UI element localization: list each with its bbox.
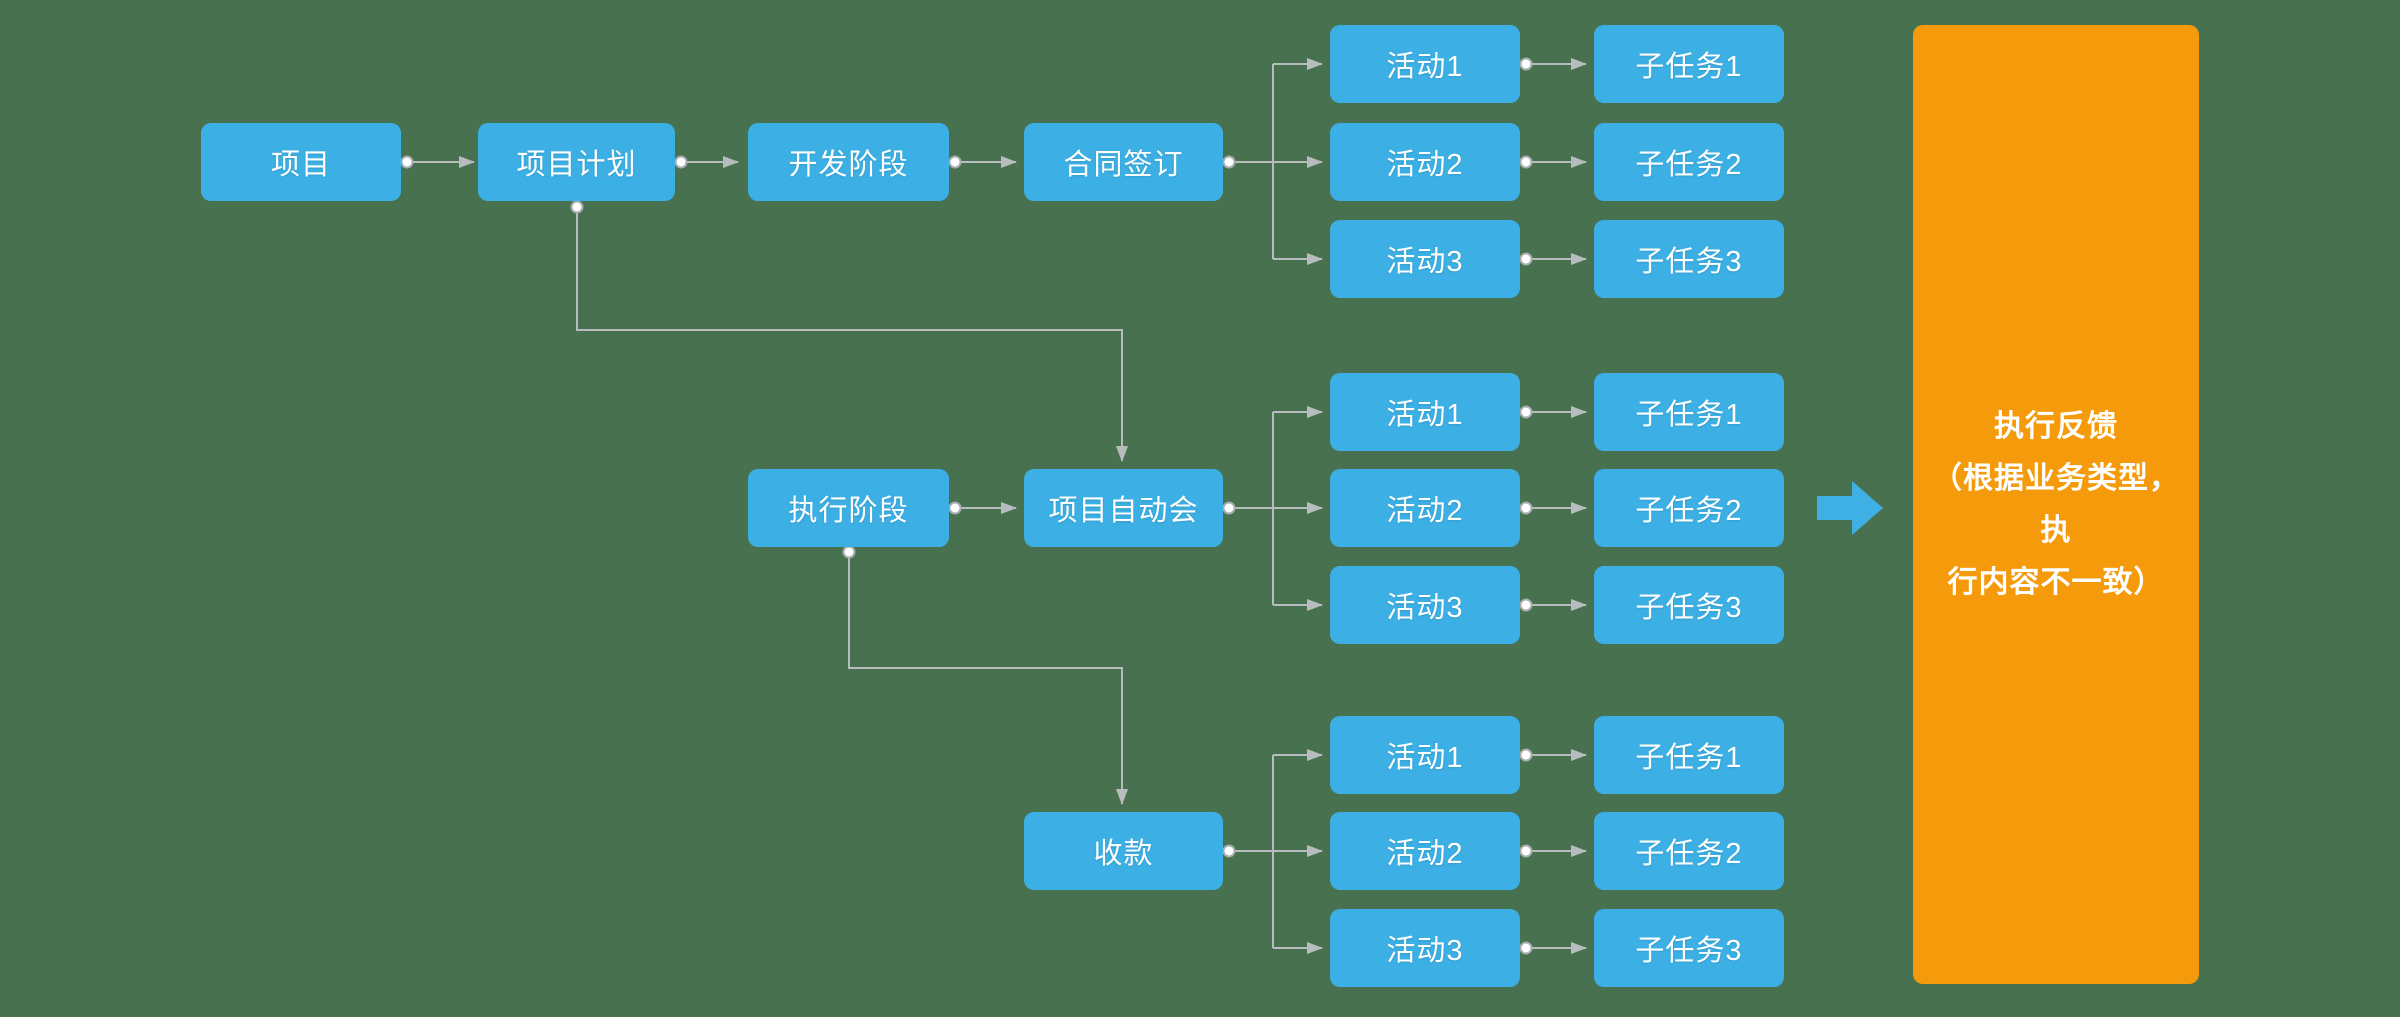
feedback-arrow-icon <box>1817 481 1883 535</box>
connector-dot <box>1519 155 1533 169</box>
subtask-node[interactable]: 子任务2 <box>1594 812 1784 890</box>
subtask-node[interactable]: 子任务3 <box>1594 566 1784 644</box>
activity-node[interactable]: 活动1 <box>1330 716 1520 794</box>
node-project-plan[interactable]: 项目计划 <box>478 123 675 201</box>
subtask-node[interactable]: 子任务3 <box>1594 909 1784 987</box>
connector-dot <box>570 200 584 214</box>
connector-dot <box>674 155 688 169</box>
node-contract-signing[interactable]: 合同签订 <box>1024 123 1223 201</box>
node-project[interactable]: 项目 <box>201 123 401 201</box>
connector-dot <box>1519 941 1533 955</box>
connector <box>576 207 1128 462</box>
connector-dot <box>1519 405 1533 419</box>
activity-node[interactable]: 活动2 <box>1330 123 1520 201</box>
connector-dot <box>948 501 962 515</box>
connector-dot <box>1519 598 1533 612</box>
connector-dot <box>400 155 414 169</box>
activity-node[interactable]: 活动2 <box>1330 469 1520 547</box>
connector-dot <box>948 155 962 169</box>
connector-dot <box>1519 501 1533 515</box>
connector <box>848 552 1128 805</box>
subtask-node[interactable]: 子任务2 <box>1594 469 1784 547</box>
connector-dot <box>1519 748 1533 762</box>
feedback-line: 行内容不一致） <box>1947 565 2165 599</box>
node-exec-phase[interactable]: 执行阶段 <box>748 469 949 547</box>
connector-dot <box>1519 252 1533 266</box>
activity-node[interactable]: 活动1 <box>1330 373 1520 451</box>
feedback-line: 执行反馈 <box>1994 409 2118 443</box>
connector-dot <box>1222 155 1236 169</box>
connector-dot <box>1222 501 1236 515</box>
activity-node[interactable]: 活动3 <box>1330 220 1520 298</box>
node-dev-phase[interactable]: 开发阶段 <box>748 123 949 201</box>
activity-node[interactable]: 活动2 <box>1330 812 1520 890</box>
subtask-node[interactable]: 子任务3 <box>1594 220 1784 298</box>
node-kickoff-meeting[interactable]: 项目自动会 <box>1024 469 1223 547</box>
connector-dot <box>1519 57 1533 71</box>
subtask-node[interactable]: 子任务1 <box>1594 373 1784 451</box>
activity-node[interactable]: 活动1 <box>1330 25 1520 103</box>
subtask-node[interactable]: 子任务1 <box>1594 25 1784 103</box>
activity-node[interactable]: 活动3 <box>1330 909 1520 987</box>
connector-dot <box>1222 844 1236 858</box>
subtask-node[interactable]: 子任务1 <box>1594 716 1784 794</box>
subtask-node[interactable]: 子任务2 <box>1594 123 1784 201</box>
feedback-line: （根据业务类型，执 <box>1932 461 2180 547</box>
connector-dot <box>842 545 856 559</box>
activity-node[interactable]: 活动3 <box>1330 566 1520 644</box>
connector-dot <box>1519 844 1533 858</box>
node-collection[interactable]: 收款 <box>1024 812 1223 890</box>
feedback-box[interactable]: 执行反馈 （根据业务类型，执 行内容不一致） <box>1913 25 2199 984</box>
